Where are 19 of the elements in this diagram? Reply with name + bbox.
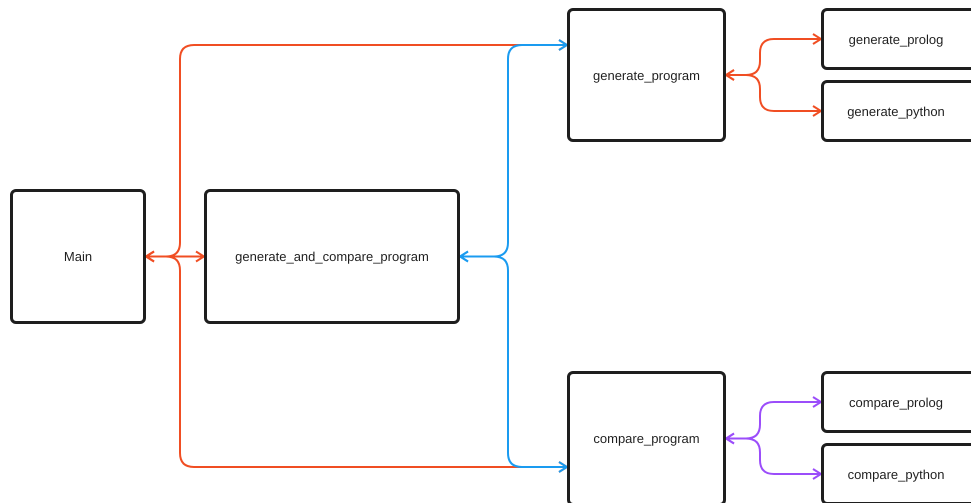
box-label: compare_program (593, 431, 700, 446)
box-label: generate_program (593, 68, 700, 82)
connector-arrow (725, 432, 822, 480)
box-label: Main (64, 249, 92, 264)
box-label: compare_python (848, 466, 944, 482)
process-box (821, 443, 971, 503)
process-box (821, 8, 971, 70)
process-box (567, 8, 726, 142)
process-box (10, 189, 146, 324)
connector-arrow (459, 250, 568, 473)
process-box (204, 189, 460, 324)
box-label: compare_prolog (849, 394, 943, 410)
box-label: generate_and_compare_program (235, 249, 429, 264)
process-box (821, 80, 971, 142)
connector-arrow (725, 69, 822, 117)
process-box (567, 371, 726, 503)
box-label: generate_prolog (848, 32, 944, 46)
box-label: generate_python (847, 104, 945, 118)
process-box (821, 371, 971, 433)
